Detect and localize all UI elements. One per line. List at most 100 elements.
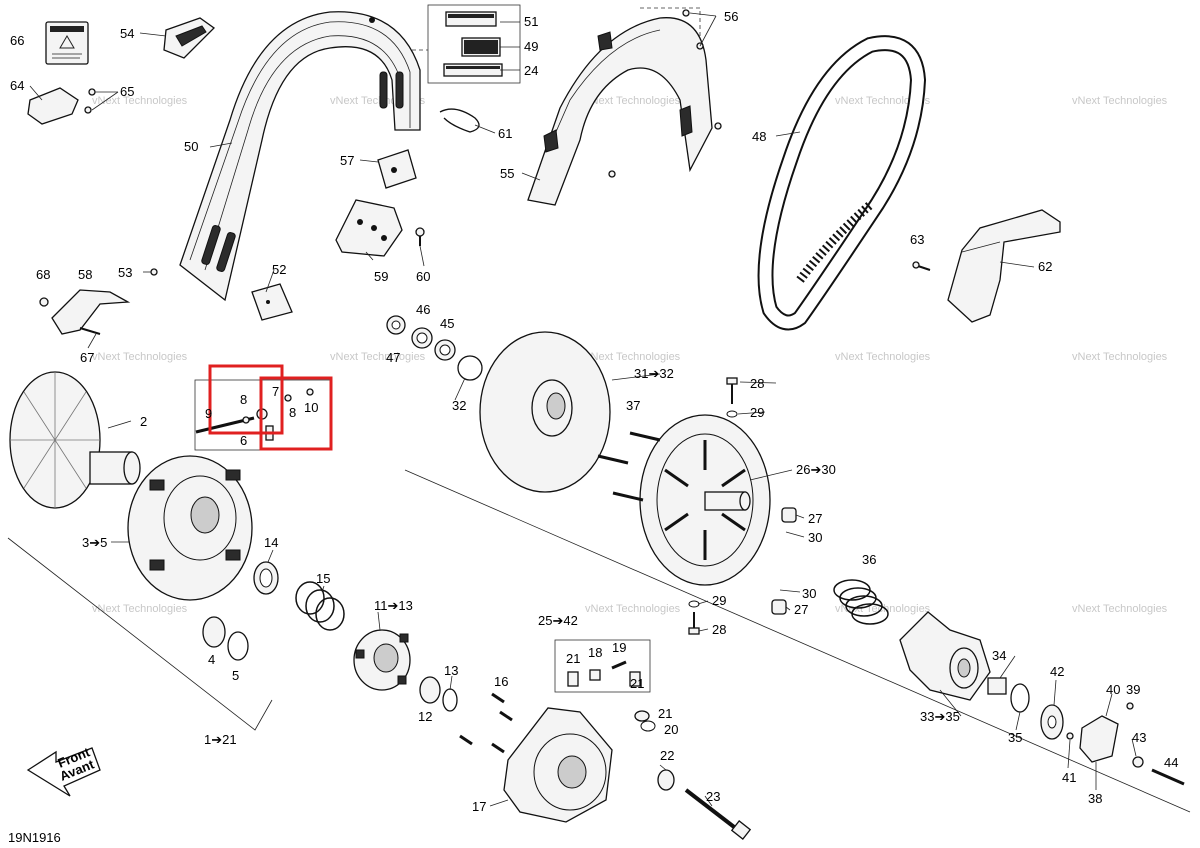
callout-58: 58 <box>78 267 92 282</box>
part-63-screw <box>912 261 931 271</box>
callout-21-a: 21 <box>566 651 580 666</box>
diagram-code: 19N1916 <box>8 830 61 845</box>
part-56-side-cover <box>527 9 722 206</box>
callout-59: 59 <box>374 269 388 284</box>
part-4-bushing <box>202 616 226 648</box>
callout-52: 52 <box>272 262 286 277</box>
callout-51: 51 <box>524 14 538 29</box>
part-13-ring <box>442 688 458 712</box>
highlight-box-left <box>208 364 284 435</box>
callout-61: 61 <box>498 126 512 141</box>
watermark: vNext Technologies <box>585 95 681 107</box>
callout-32: 32 <box>452 398 466 413</box>
callout-68: 68 <box>36 267 50 282</box>
callout-36: 36 <box>862 552 876 567</box>
callout-6: 6 <box>240 433 247 448</box>
callout-40: 40 <box>1106 682 1120 697</box>
part-34-bushing <box>987 677 1007 695</box>
callout-41: 41 <box>1062 770 1076 785</box>
front-arrow: Front Avant <box>26 744 101 797</box>
callout-28-top: 28 <box>750 376 764 391</box>
part-27-rollers <box>771 507 797 615</box>
part-57-hinge <box>377 149 417 189</box>
part-64-bracket <box>27 87 96 125</box>
callout-33-35: 33➔35 <box>920 709 960 724</box>
part-61-clip <box>439 108 480 133</box>
callout-44: 44 <box>1164 755 1178 770</box>
part-66-caution-decal <box>45 21 89 65</box>
watermark: vNext Technologies <box>835 95 931 107</box>
callout-18: 18 <box>588 645 602 660</box>
part-53-nut <box>150 268 158 276</box>
callout-8-right: 8 <box>289 405 296 420</box>
callout-64: 64 <box>10 78 24 93</box>
part-15-spring <box>295 581 345 631</box>
callout-9: 9 <box>205 406 212 421</box>
part-48-drive-belt <box>757 35 927 331</box>
callout-63: 63 <box>910 232 924 247</box>
part-52-bracket <box>251 283 293 321</box>
callout-30-bottom: 30 <box>802 586 816 601</box>
part-28-bolt-top <box>726 377 738 418</box>
callout-47: 47 <box>386 350 400 365</box>
part-5-ring <box>227 631 249 661</box>
assembly-line-right <box>404 469 1191 813</box>
callout-30-top: 30 <box>808 530 822 545</box>
callout-66: 66 <box>10 33 24 48</box>
decal-sheet <box>427 4 521 84</box>
callout-23: 23 <box>706 789 720 804</box>
callout-57: 57 <box>340 153 354 168</box>
watermark: vNext Technologies <box>92 95 188 107</box>
callout-17: 17 <box>472 799 486 814</box>
callout-11-13: 11➔13 <box>374 598 413 613</box>
part-54-pad <box>163 17 216 59</box>
callout-15: 15 <box>316 571 330 586</box>
assembly-bracket-left <box>7 537 273 731</box>
callout-labels: 66 54 51 49 24 56 64 65 61 50 48 57 55 6… <box>10 9 1178 814</box>
roller-kit-box <box>554 639 651 693</box>
leader-lines <box>29 12 1137 807</box>
part-33-cam <box>899 611 991 701</box>
callout-48: 48 <box>752 129 766 144</box>
part-26-driven-pulley <box>639 414 771 586</box>
callout-37: 37 <box>626 398 640 413</box>
callout-25-42: 25➔42 <box>538 613 578 628</box>
callout-43: 43 <box>1132 730 1146 745</box>
part-35-ring <box>1010 683 1030 713</box>
watermark: vNext Technologies <box>1072 603 1168 615</box>
watermark: vNext Technologies <box>585 351 681 363</box>
callout-1-21: 1➔21 <box>204 732 237 747</box>
watermark: vNext Technologies <box>1072 95 1168 107</box>
part-59-plate <box>335 199 403 257</box>
callout-29-bottom: 29 <box>712 593 726 608</box>
callout-2: 2 <box>140 414 147 429</box>
callout-31-32: 31➔32 <box>634 366 674 381</box>
callout-50: 50 <box>184 139 198 154</box>
part-31-fixed-sheave <box>479 331 611 493</box>
bolts-37 <box>597 431 661 502</box>
part-14-seal <box>253 561 279 595</box>
callout-24: 24 <box>524 63 538 78</box>
bolts-16 <box>459 692 513 754</box>
part-20-rollers <box>634 710 656 732</box>
callout-38: 38 <box>1088 791 1102 806</box>
watermark: vNext Technologies <box>835 351 931 363</box>
watermark: vNext Technologies <box>835 603 931 615</box>
washer-stack <box>386 315 483 381</box>
part-2-drive-sheave <box>9 371 141 509</box>
callout-62: 62 <box>1038 259 1052 274</box>
part-36-spring <box>833 579 889 625</box>
callout-4: 4 <box>208 652 215 667</box>
watermark: vNext Technologies <box>92 603 188 615</box>
callout-10: 10 <box>304 400 318 415</box>
callout-13: 13 <box>444 663 458 678</box>
callout-22: 22 <box>660 748 674 763</box>
part-17-cover <box>503 707 613 823</box>
watermark-group: vNext Technologies vNext Technologies vN… <box>92 95 1168 615</box>
watermark: vNext Technologies <box>585 603 681 615</box>
highlight-box-right <box>259 376 333 451</box>
callout-55: 55 <box>500 166 514 181</box>
callout-56: 56 <box>724 9 738 24</box>
callout-46: 46 <box>416 302 430 317</box>
callout-21-b: 21 <box>630 676 644 691</box>
